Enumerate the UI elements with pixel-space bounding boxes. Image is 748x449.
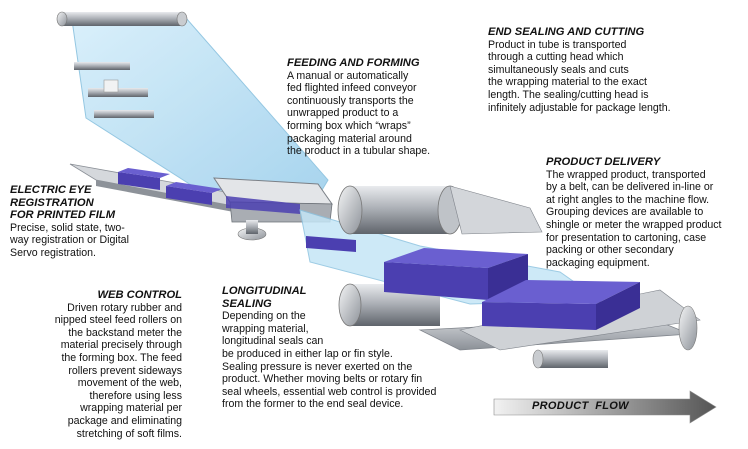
end-sealing-callout: END SEALING AND CUTTING Product in tube … (488, 26, 738, 114)
feeding-forming-callout: FEEDING AND FORMING A manual or automati… (287, 57, 477, 158)
feeding-forming-title: FEEDING AND FORMING (287, 57, 420, 69)
web-control-title: WEB CONTROL (97, 289, 182, 301)
wrapped-package-2 (482, 280, 640, 330)
web-control-rollers (74, 62, 154, 118)
electric-eye-text: Precise, solid state, two- way registrat… (10, 221, 129, 259)
product-delivery-text: The wrapped product, transported by a be… (546, 168, 722, 269)
forming-box (213, 177, 333, 241)
longitudinal-sealing-text: Depending on the wrapping material, long… (222, 310, 437, 411)
film-supply-roll (56, 11, 188, 27)
end-sealing-text: Product in tube is transported through a… (488, 38, 671, 114)
electric-eye-title: ELECTRIC EYE REGISTRATION FOR PRINTED FI… (10, 184, 116, 222)
longitudinal-sealing-title: LONGITUDINAL SEALING (222, 285, 307, 310)
wrapped-package-1 (384, 248, 528, 300)
end-seal-upper-roller (337, 185, 543, 235)
web-control-callout: WEB CONTROL Driven rotary rubber and nip… (6, 289, 182, 440)
electric-eye-callout: ELECTRIC EYE REGISTRATION FOR PRINTED FI… (10, 184, 170, 260)
unwrapped-product (166, 186, 212, 205)
product-delivery-title: PRODUCT DELIVERY (546, 156, 661, 168)
product-delivery-callout: PRODUCT DELIVERY The wrapped product, tr… (546, 156, 746, 269)
longitudinal-sealing-callout: LONGITUDINAL SEALING Depending on the wr… (222, 285, 468, 411)
end-sealing-title: END SEALING AND CUTTING (488, 26, 645, 38)
web-control-text: Driven rotary rubber and nipped steel fe… (54, 301, 182, 440)
product-flow-label: PRODUCT FLOW (532, 400, 629, 412)
product-flow-arrow (493, 390, 717, 424)
feeding-forming-text: A manual or automatically fed flighted i… (287, 69, 431, 158)
